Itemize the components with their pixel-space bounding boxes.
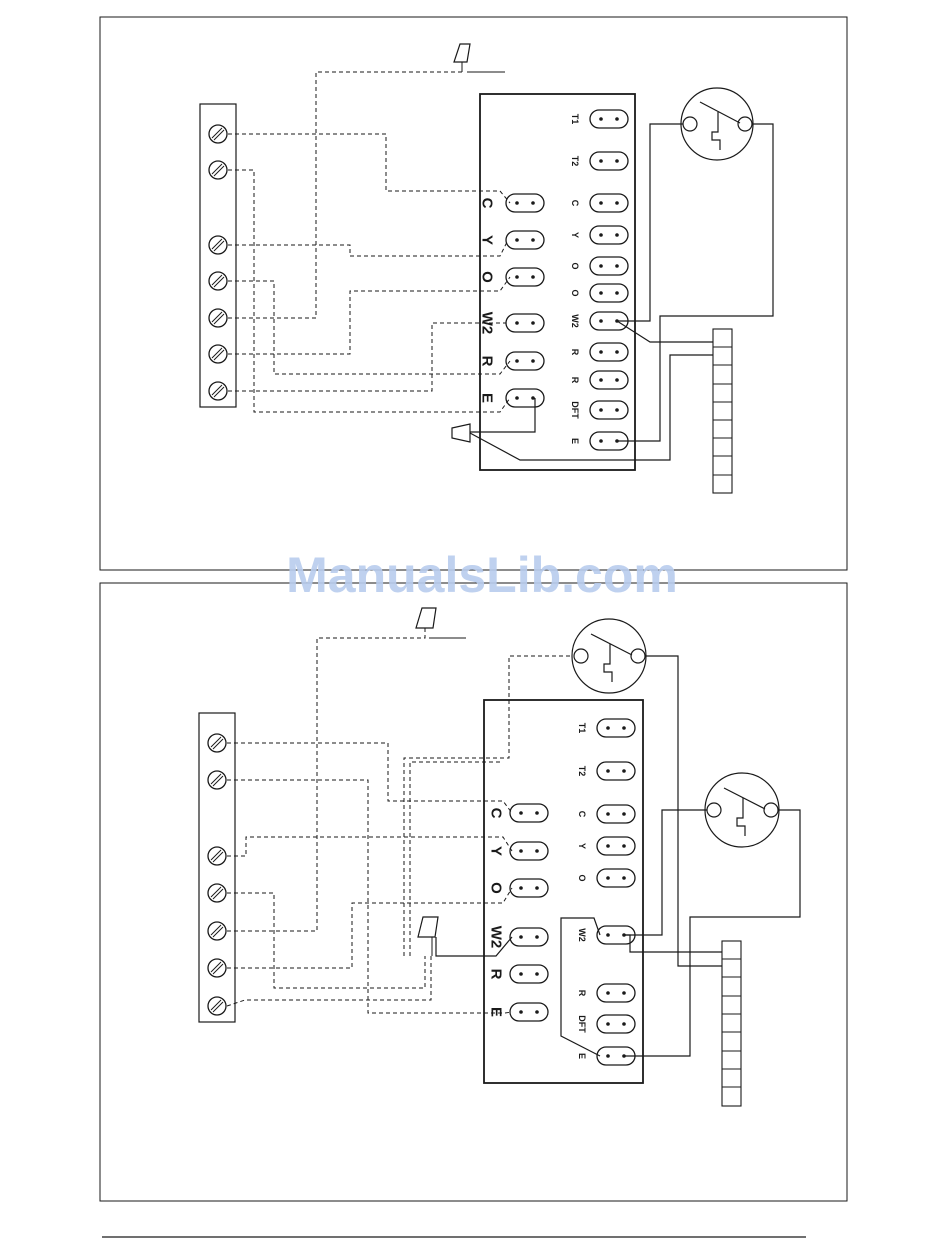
label-y: Y [488, 846, 505, 856]
label-e: E [570, 438, 580, 444]
defrost-thermostat-icon [681, 88, 753, 160]
diagram-top: C Y O W2 R E T1 T2 C Y O O W2 R R DFT E [100, 17, 847, 570]
diagram-bottom: C Y O W2 R E T1 T2 C Y O W2 R DFT E [100, 583, 847, 1201]
label-e: E [577, 1053, 587, 1059]
label-w2: W2 [570, 314, 580, 328]
label-o: O [577, 874, 587, 881]
label-o: O [488, 882, 505, 894]
label-c: C [488, 808, 505, 819]
label-e: E [488, 1007, 505, 1017]
plug-connector-top [416, 608, 466, 638]
connector-strip-right [713, 329, 732, 493]
label-t2: T2 [577, 766, 587, 777]
label-w2: W2 [488, 926, 505, 949]
label-y: Y [577, 843, 587, 849]
connector-strip-right [722, 941, 741, 1106]
label-t1: T1 [577, 723, 587, 734]
label-r: R [577, 990, 587, 997]
label-y: Y [570, 232, 580, 238]
label-c: C [479, 198, 496, 209]
label-r: R [570, 377, 580, 384]
plug-connector-top [454, 44, 505, 72]
label-t2: T2 [570, 156, 580, 167]
label-c: C [570, 200, 580, 207]
label-t1: T1 [570, 114, 580, 125]
label-y: Y [479, 235, 496, 245]
thermostat-icon [705, 773, 779, 847]
label-w2: W2 [577, 928, 587, 942]
defrost-thermostat-icon [572, 619, 646, 693]
watermark: ManualsLib.com [286, 547, 678, 603]
solid-wires [617, 124, 773, 441]
label-o: O [479, 271, 496, 283]
label-e: E [479, 393, 496, 403]
label-r: R [479, 356, 496, 367]
dashed-wires [228, 62, 510, 412]
label-r: R [570, 349, 580, 356]
label-o: O [570, 262, 580, 269]
label-c: C [577, 811, 587, 818]
label-dft: DFT [577, 1015, 587, 1033]
label-dft: DFT [570, 401, 580, 419]
label-r: R [488, 969, 505, 980]
label-o: O [570, 289, 580, 296]
